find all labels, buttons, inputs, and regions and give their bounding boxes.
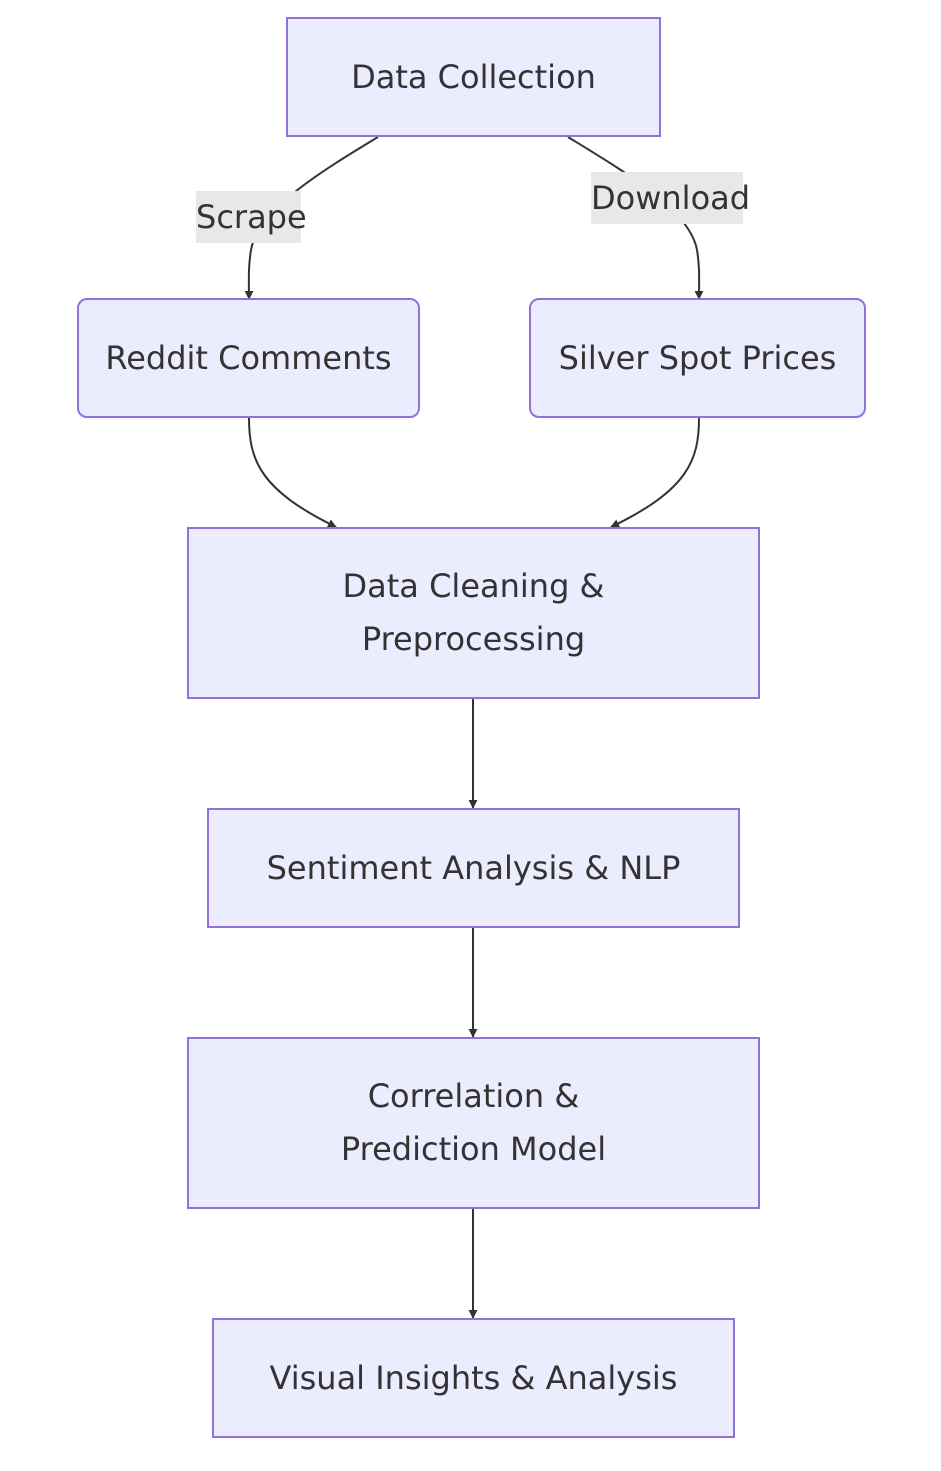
node-reddit-comments[interactable]: Reddit Comments — [77, 298, 420, 418]
edge-data-collection-to-silver-spot-prices — [567, 136, 704, 300]
node-sentiment-analysis[interactable]: Sentiment Analysis & NLP — [207, 808, 740, 928]
node-data-collection[interactable]: Data Collection — [286, 17, 661, 137]
node-correlation-model[interactable]: Correlation & Prediction Model — [187, 1037, 760, 1209]
node-data-collection-label: Data Collection — [351, 57, 596, 96]
node-data-cleaning[interactable]: Data Cleaning & Preprocessing — [187, 527, 760, 699]
node-correlation-model-label: Correlation & Prediction Model — [340, 1077, 607, 1168]
edge-silver-spot-prices-to-data-cleaning — [610, 417, 700, 528]
node-data-cleaning-label: Data Cleaning & Preprocessing — [342, 567, 605, 658]
node-silver-spot-prices-label: Silver Spot Prices — [558, 338, 837, 377]
node-silver-spot-prices[interactable]: Silver Spot Prices — [529, 298, 866, 418]
edge-label-download: Download — [591, 172, 750, 224]
edge-label-scrape: Scrape — [196, 191, 307, 243]
edge-reddit-comments-to-data-cleaning — [248, 417, 337, 528]
node-visual-insights-label: Visual Insights & Analysis — [269, 1358, 678, 1397]
node-visual-insights[interactable]: Visual Insights & Analysis — [212, 1318, 735, 1438]
node-sentiment-analysis-label: Sentiment Analysis & NLP — [266, 848, 681, 887]
node-reddit-comments-label: Reddit Comments — [105, 338, 392, 377]
